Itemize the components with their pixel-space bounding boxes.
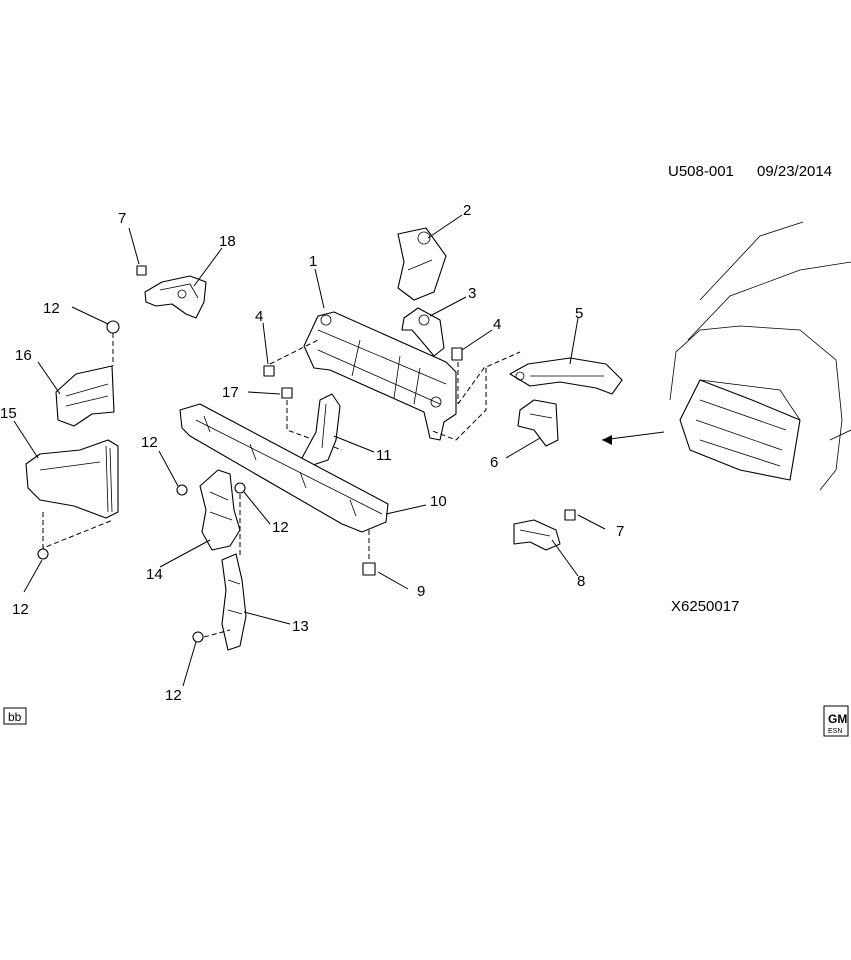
figure-id: X6250017 xyxy=(671,598,739,615)
callout-12: 12 xyxy=(165,687,182,704)
part-13-bracket xyxy=(221,553,247,651)
part-7-bolt-left xyxy=(136,265,147,276)
callout-1: 1 xyxy=(309,253,317,270)
part-11-center-strut xyxy=(301,393,341,467)
part-9-bolt xyxy=(362,562,376,576)
part-12-pin-c xyxy=(234,482,246,494)
part-3-bracket xyxy=(401,307,445,357)
part-4-bolt-right xyxy=(451,347,463,361)
callout-12: 12 xyxy=(272,519,289,536)
callout-4: 4 xyxy=(493,316,501,333)
callout-7: 7 xyxy=(616,523,624,540)
callout-labels: 1 2 3 4 4 5 6 7 7 8 9 10 11 12 12 12 12 … xyxy=(0,202,624,704)
callout-12: 12 xyxy=(12,601,29,618)
callout-7: 7 xyxy=(118,210,126,227)
callout-12: 12 xyxy=(141,434,158,451)
part-8-bracket xyxy=(513,519,561,551)
callout-11: 11 xyxy=(376,447,392,464)
bb-badge-text: bb xyxy=(8,710,22,724)
diagram-date: 09/23/2014 xyxy=(757,163,832,180)
callout-13: 13 xyxy=(292,618,309,635)
gm-logo: GM ESN xyxy=(823,705,849,737)
callout-6: 6 xyxy=(490,454,498,471)
part-5-bracket xyxy=(509,357,623,395)
part-17-bolt xyxy=(281,387,293,399)
vehicle-front-outline xyxy=(669,221,851,491)
part-6-bracket xyxy=(517,399,559,447)
part-14-deflector xyxy=(199,469,241,551)
part-12-pin-a xyxy=(106,320,120,334)
part-18-bracket xyxy=(144,275,207,319)
callout-12: 12 xyxy=(43,300,60,317)
part-12-pin-d xyxy=(192,631,204,643)
callout-5: 5 xyxy=(575,305,583,322)
reference-code: U508-001 xyxy=(668,163,734,180)
part-16-deflector xyxy=(55,365,115,427)
part-4-bolt-left xyxy=(263,365,275,377)
gm-logo-subtext: ESN xyxy=(828,728,842,735)
callout-14: 14 xyxy=(146,566,163,583)
callout-4: 4 xyxy=(255,308,263,325)
callout-10: 10 xyxy=(430,493,447,510)
part-2-bracket xyxy=(397,227,447,301)
callout-17: 17 xyxy=(222,384,239,401)
part-15-deflector xyxy=(25,439,119,519)
callout-18: 18 xyxy=(219,233,236,250)
location-arrow xyxy=(601,431,665,441)
bb-badge: bb xyxy=(3,707,27,725)
part-1-radiator-support xyxy=(303,311,457,441)
callout-15: 15 xyxy=(0,405,17,422)
part-10-lower-tie-bar xyxy=(179,403,389,533)
part-12-pin-b xyxy=(176,484,188,496)
gm-logo-text: GM xyxy=(828,712,847,726)
callout-2: 2 xyxy=(463,202,471,219)
part-7-bolt-right xyxy=(564,509,576,521)
leader-lines xyxy=(13,214,606,687)
callout-8: 8 xyxy=(577,573,585,590)
callout-3: 3 xyxy=(468,285,476,302)
callout-16: 16 xyxy=(15,347,32,364)
callout-9: 9 xyxy=(417,583,425,600)
part-12-pin-e xyxy=(37,548,49,560)
